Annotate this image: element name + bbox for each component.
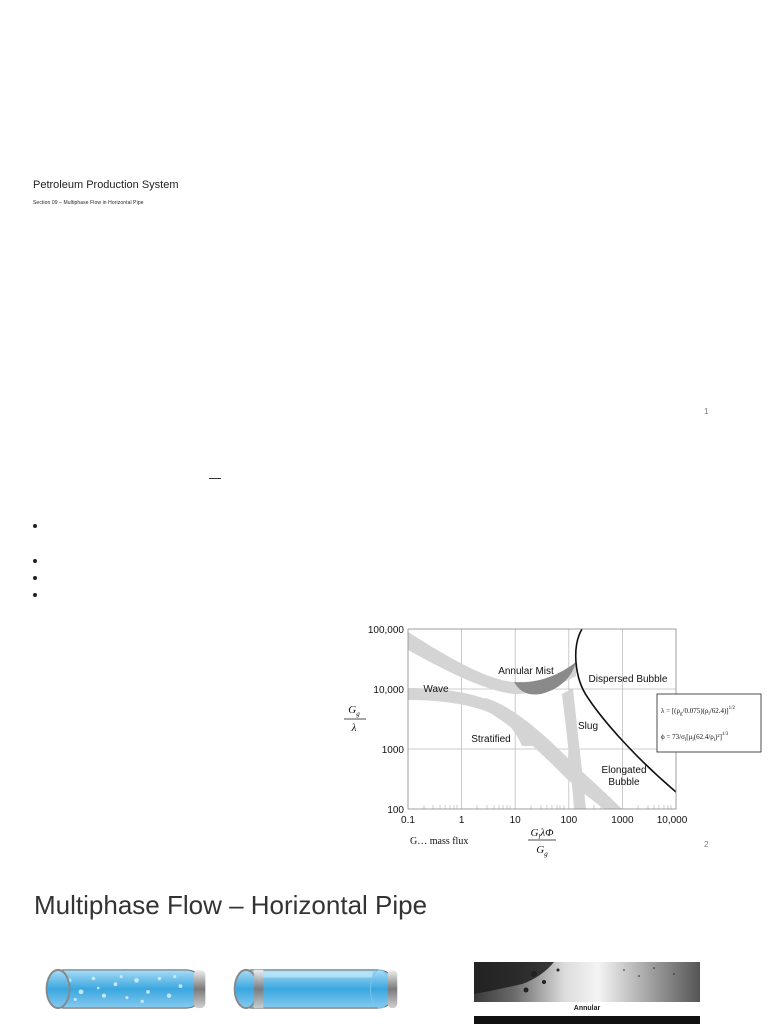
svg-text:Gg: Gg: [348, 704, 360, 718]
region-label: Stratified: [471, 734, 510, 745]
dispersed-bubble-boundary: [574, 629, 676, 793]
x-tick-label: 0.1: [401, 815, 415, 826]
region-label: Dispersed Bubble: [589, 674, 668, 685]
y-tick-label: 100,000: [368, 625, 405, 636]
equation-box: λ = [(ρg/0.075)(ρl/62.4)]1/2 ϕ = 73/σl[μ…: [656, 693, 762, 753]
x-tick-label: 10,000: [657, 815, 688, 826]
x-tick-label: 100: [560, 815, 577, 826]
slide-subtitle: Section 09 – Multiphase Flow in Horizont…: [33, 200, 144, 206]
mass-flux-label: G… mass flux: [410, 836, 468, 847]
bullet-dot: [33, 593, 37, 597]
lambda-equation: λ = [(ρg/0.075)(ρl/62.4)]1/2: [661, 706, 735, 717]
y-tick-label: 1000: [382, 745, 405, 756]
region-label: Wave: [423, 684, 449, 695]
regime-boundary-band: [468, 698, 622, 809]
svg-text:Gg: Gg: [536, 844, 548, 858]
photo-caption: Annular: [573, 1005, 601, 1012]
regime-boundary-band: [562, 688, 586, 809]
bullet-dot: [33, 576, 37, 580]
region-label: Annular Mist: [498, 666, 554, 677]
y-axis-label: Gg λ: [344, 704, 366, 734]
phi-equation: ϕ = 73/σl[μl(62.4/ρl)²]1/3: [661, 732, 729, 743]
slide-title: Petroleum Production System: [33, 179, 179, 191]
page-number: 1: [704, 407, 709, 416]
slide-title: Multiphase Flow – Horizontal Pipe: [34, 890, 428, 920]
x-axis-label: GlλΦ Gg: [528, 827, 556, 858]
x-tick-label: 1000: [611, 815, 634, 826]
y-tick-label: 100: [387, 805, 404, 816]
region-label: Bubble: [608, 777, 640, 788]
bullet-dot: [33, 524, 37, 528]
region-label: Elongated: [601, 765, 646, 776]
annular-flow-photo: [474, 962, 700, 1002]
bubbly-flow-pipe-image: [45, 968, 206, 1010]
flow-photo-dark: [474, 1016, 700, 1024]
regime-boundary-band: [408, 632, 576, 694]
svg-text:λ: λ: [351, 722, 357, 734]
x-tick-label: 1: [459, 815, 465, 826]
region-label: Slug: [578, 721, 598, 732]
flow-regime-chart: 100,000 10,000 1000 100 0.1 1 10 100 100…: [336, 618, 766, 868]
bullet-dot: [33, 559, 37, 563]
x-tick-label: 10: [510, 815, 522, 826]
y-tick-label: 10,000: [373, 685, 404, 696]
annular-mist-region: [514, 662, 576, 695]
page-number: 2: [704, 840, 709, 849]
stratified-flow-pipe-image: [233, 968, 398, 1010]
divider-dash: [209, 478, 221, 479]
svg-text:GlλΦ: GlλΦ: [530, 827, 554, 841]
